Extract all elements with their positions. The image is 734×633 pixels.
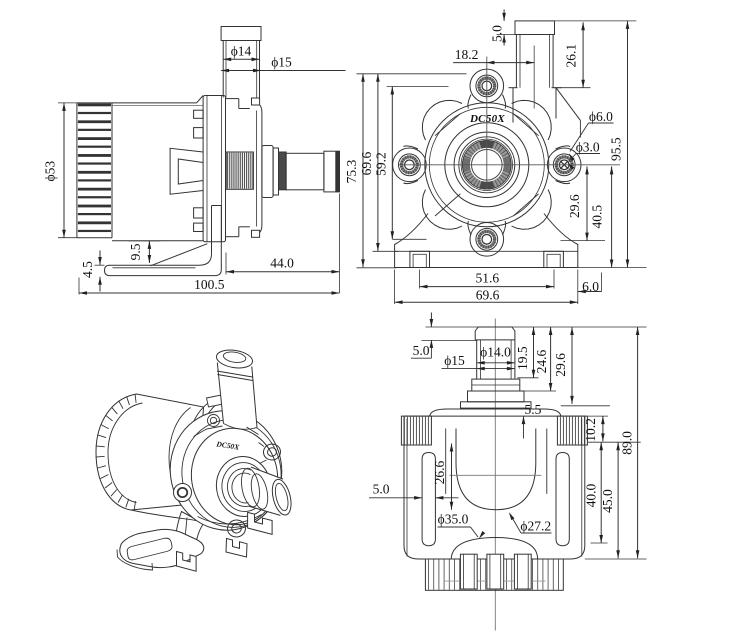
svg-text:18.2: 18.2 xyxy=(455,47,479,62)
svg-text:ϕ53: ϕ53 xyxy=(43,161,58,182)
svg-text:75.3: 75.3 xyxy=(344,159,359,183)
svg-text:95.5: 95.5 xyxy=(609,137,624,161)
svg-text:10.2: 10.2 xyxy=(583,418,598,442)
svg-text:45.0: 45.0 xyxy=(600,489,615,513)
svg-text:44.0: 44.0 xyxy=(270,256,294,271)
svg-text:5.5: 5.5 xyxy=(524,402,541,417)
svg-text:100.5: 100.5 xyxy=(194,277,225,292)
svg-text:5.0: 5.0 xyxy=(373,482,390,497)
svg-text:ϕ15: ϕ15 xyxy=(444,353,465,368)
svg-text:69.6: 69.6 xyxy=(476,288,500,303)
svg-text:6.0: 6.0 xyxy=(582,279,599,294)
svg-text:ϕ3.0: ϕ3.0 xyxy=(576,139,600,154)
svg-text:24.6: 24.6 xyxy=(534,349,549,373)
svg-text:19.5: 19.5 xyxy=(515,346,530,370)
svg-text:29.6: 29.6 xyxy=(553,353,568,377)
svg-text:5.0: 5.0 xyxy=(413,343,430,358)
svg-text:26.1: 26.1 xyxy=(564,44,579,68)
svg-text:ϕ14: ϕ14 xyxy=(231,44,252,59)
svg-text:9.5: 9.5 xyxy=(128,243,143,260)
svg-text:ϕ15: ϕ15 xyxy=(271,55,292,70)
svg-text:4.5: 4.5 xyxy=(80,261,95,278)
svg-text:ϕ27.2: ϕ27.2 xyxy=(520,518,551,533)
svg-text:ϕ35.0: ϕ35.0 xyxy=(438,512,469,527)
svg-text:DC50X: DC50X xyxy=(469,113,505,125)
svg-text:89.0: 89.0 xyxy=(620,431,635,455)
svg-text:40.5: 40.5 xyxy=(590,205,605,229)
svg-text:ϕ14.0: ϕ14.0 xyxy=(480,345,511,360)
svg-text:5.0: 5.0 xyxy=(490,25,505,42)
svg-text:ϕ6.0: ϕ6.0 xyxy=(589,109,613,124)
svg-text:59.2: 59.2 xyxy=(373,152,388,176)
svg-text:40.0: 40.0 xyxy=(584,483,599,507)
svg-text:29.6: 29.6 xyxy=(567,194,582,218)
svg-text:69.6: 69.6 xyxy=(359,151,374,175)
svg-text:26.6: 26.6 xyxy=(432,460,447,484)
svg-text:51.6: 51.6 xyxy=(475,271,499,286)
svg-text:DC50X: DC50X xyxy=(215,439,241,452)
